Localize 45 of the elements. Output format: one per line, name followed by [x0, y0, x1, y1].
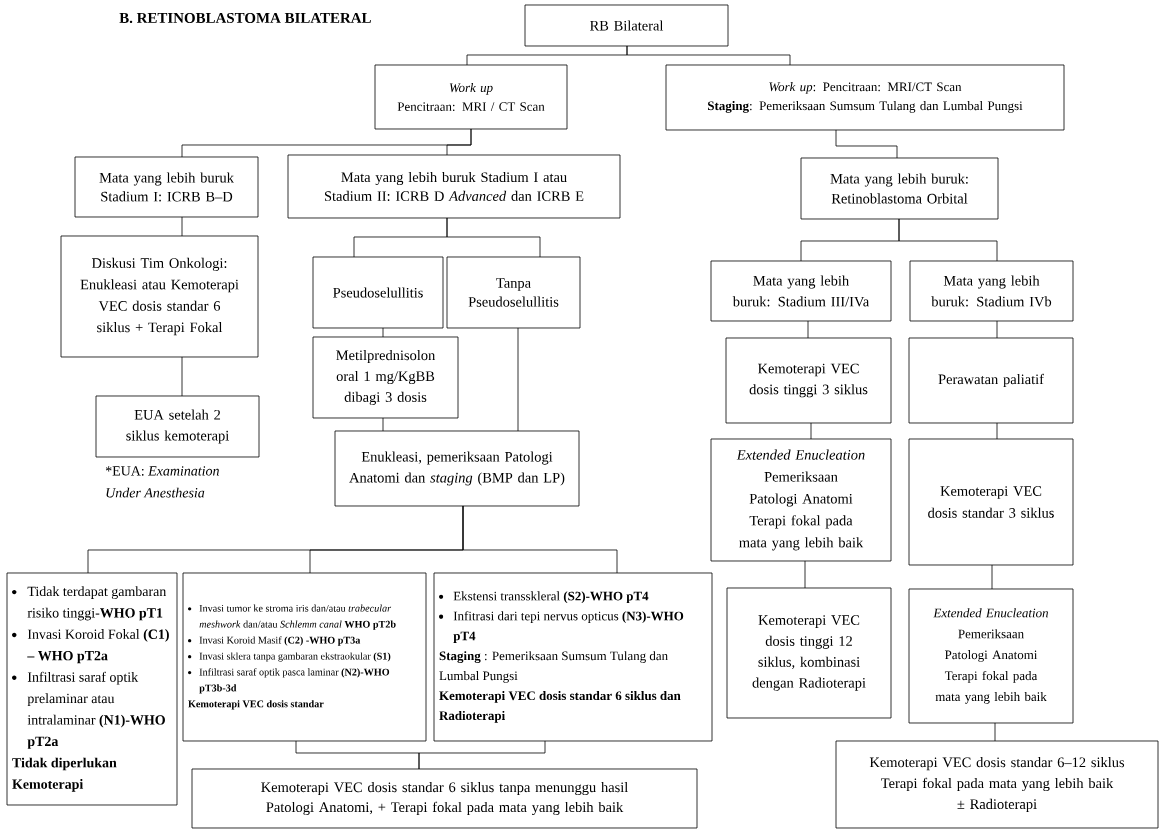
connector — [898, 218, 998, 262]
process-box: Mata yang lebih buruk: Stadium IVb — [909, 260, 1074, 322]
connector — [446, 128, 472, 156]
connector — [382, 417, 384, 432]
process-box: Mata yang lebih buruk Stadium I: ICRB B–D — [74, 156, 259, 218]
connector — [807, 320, 809, 339]
title: B. RETINOBLASTOMA BILATERAL — [119, 12, 371, 24]
process-box: EUA setelah 2 siklus kemoterapi — [95, 395, 260, 458]
process-box: Kemoterapi VEC dosis standar 6 siklus tanpa menunggu hasil Patologi Anatomi, + Terapi fokal pada mata yang lebih baik — [191, 768, 698, 829]
connector — [446, 217, 541, 258]
criteria-box: Tidak terdapat gambaran risiko tinggi-WHO pT1 Invasi Koroid Fokal (C1) – WHO pT2a Infiltrasi saraf optik prelaminar atau intralaminar (N1)-WHO pT2a Tidak diperlukan Kemoterapi — [6, 572, 178, 806]
connector — [996, 422, 998, 440]
process-box: RB Bilateral — [524, 4, 729, 47]
process-box: Mata yang lebih buruk: Retinoblastoma Orbital — [800, 157, 999, 220]
process-box: Metilprednisolon oral 1 mg/KgBB dibagi 3 dosis — [312, 336, 459, 419]
process-box: Diskusi Tim Onkologi: Enukleasi atau Kemoterapi VEC dosis standar 6 siklus + Terapi Fokal — [60, 235, 259, 358]
process-box: Perawatan paliatif — [908, 337, 1074, 424]
connector — [181, 356, 183, 397]
connector — [181, 216, 183, 237]
connector — [991, 564, 993, 590]
connector — [835, 129, 898, 159]
connector — [804, 560, 806, 589]
process-box: Enukleasi, pemeriksaan Patologi Anatomi dan staging (BMP dan LP) — [334, 430, 580, 507]
criteria-box: Invasi tumor ke stroma iris dan/atau trabecular meshwork dan/atau Schlemm canal WHO pT2b Invasi Koroid Masif (C2) -WHO pT3a Invasi sklera tanpa gambaran ekstraokular (S1) Infiltrasi saraf optik pasca laminar (N2)-WHO pT3b-3d Kemoterapi VEC dosis standar — [182, 572, 427, 742]
process-box: Kemoterapi VEC dosis tinggi 3 siklus — [725, 337, 892, 424]
process-box: Work up: Pencitraan: MRI/CT Scan Staging: Pemeriksaan Sumsum Tulang dan Lumbal Pungsi — [665, 64, 1065, 131]
connector — [996, 320, 998, 339]
process-box: Extended Enucleation Pemeriksaan Patologi Anatomi Terapi fokal pada mata yang lebih baik — [908, 588, 1074, 724]
process-box: Kemoterapi VEC dosis tinggi 12 siklus, kombinasi dengan Radioterapi — [726, 587, 892, 719]
criteria-box: Ekstensi transskleral (S2)-WHO pT4 Infitrasi dari tepi nervus opticus (N3)-WHO pT4 Staging : Pemeriksaan Sumsum Tulang dan Lumbal Pungsi Kemoterapi VEC dosis standar 6 siklus dan Radioterapi — [433, 572, 713, 742]
connector — [382, 327, 384, 338]
process-box: Extended Enucleation Pemeriksaan Patologi Anatomi Terapi fokal pada mata yang lebih baik — [710, 438, 892, 562]
process-box: Work up Pencitraan: MRI / CT Scan — [374, 64, 568, 130]
process-box: Pseudoselullitis — [312, 256, 444, 329]
connector — [810, 422, 812, 440]
connector — [517, 327, 519, 432]
connector — [462, 505, 618, 574]
process-box: Kemoterapi VEC dosis standar 3 siklus — [908, 438, 1074, 566]
connector — [626, 45, 791, 66]
connector — [418, 740, 546, 770]
process-box: Tanpa Pseudoselullitis — [446, 256, 581, 329]
process-box: Mata yang lebih buruk: Stadium III/IVa — [710, 260, 892, 322]
process-box: Kemoterapi VEC dosis standar 6–12 siklus Terapi fokal pada mata yang lebih baik ± Radioterapi — [835, 740, 1159, 829]
connector — [994, 722, 996, 742]
process-box: Mata yang lebih buruk Stadium I atau Stadium II: ICRB D Advanced dan ICRB E — [287, 154, 621, 219]
